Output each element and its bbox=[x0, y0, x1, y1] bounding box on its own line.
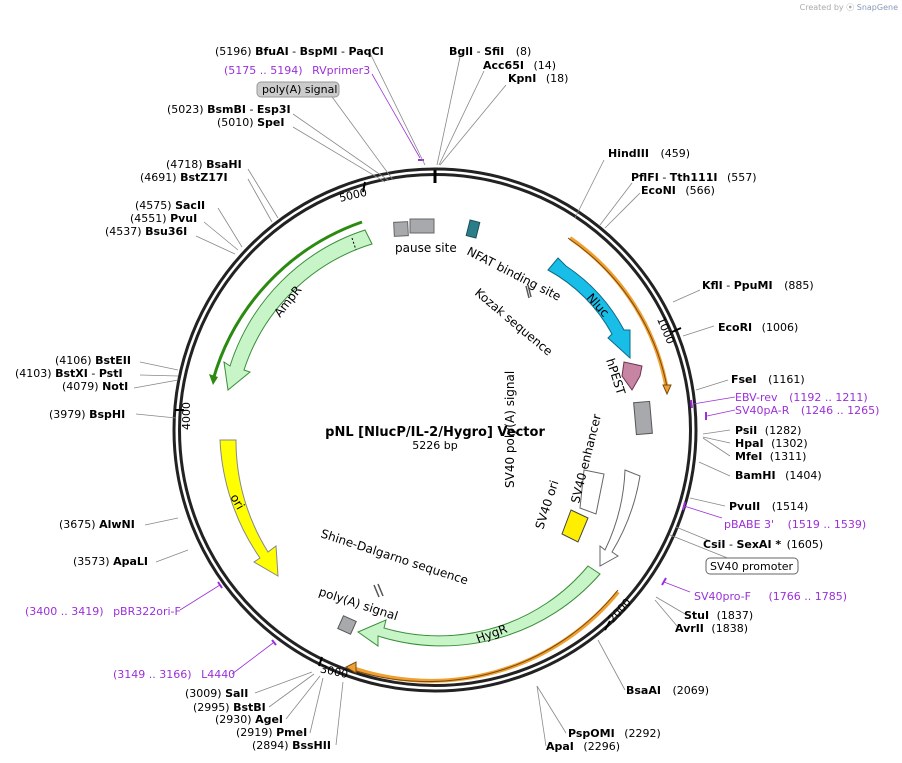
pause-site-label: pause site bbox=[395, 241, 457, 255]
sv40-enhancer-box[interactable] bbox=[579, 469, 605, 515]
enzyme-label-agei: (2930) AgeI bbox=[215, 713, 283, 726]
enzyme-label-mfei: MfeI (1311) bbox=[735, 450, 806, 463]
sv40-promoter-callout-label: SV40 promoter bbox=[710, 560, 794, 573]
sv40-promoter-arrow[interactable] bbox=[599, 469, 641, 567]
ruler-label-3000: 3000 bbox=[319, 662, 349, 681]
sv40-ori-box[interactable] bbox=[561, 509, 589, 543]
enzyme-label-pflfi: PflFI - Tth111I (557) bbox=[631, 171, 757, 184]
enzyme-label-spei: (5010) SpeI bbox=[217, 116, 284, 129]
enzyme-label-bsu36i: (4537) Bsu36I bbox=[105, 225, 187, 238]
enzyme-label-bsteii: (4106) BstEII bbox=[55, 354, 131, 367]
primer-label-sv40pa-r: SV40pA-R (1246 .. 1265) bbox=[735, 404, 879, 417]
pause-site-box[interactable] bbox=[393, 221, 409, 237]
ruler-label-5000: 5000 bbox=[338, 186, 368, 205]
enzyme-label-bgli: BglI - SfiI (8) bbox=[449, 45, 531, 58]
green-arc-ampr bbox=[211, 220, 363, 381]
enzyme-label-acc65i: Acc65I (14) bbox=[483, 59, 556, 72]
ruler-label-1000: 1000 bbox=[654, 315, 677, 346]
enzyme-label-pmei: (2919) PmeI bbox=[236, 726, 307, 739]
enzyme-label-alwni: (3675) AlwNI bbox=[59, 518, 135, 531]
backbone-outer-ring bbox=[172, 167, 698, 693]
primer-label-rvprimer3: (5175 .. 5194) RVprimer3 bbox=[224, 64, 370, 77]
shine-mark bbox=[373, 584, 380, 598]
enzyme-label-bsahi: (4718) BsaHI bbox=[166, 158, 242, 171]
ampr-arrow[interactable] bbox=[223, 229, 373, 391]
kozak-mark bbox=[525, 285, 530, 299]
ruler-ticks bbox=[175, 181, 682, 667]
sv40-polya-box[interactable] bbox=[633, 400, 653, 436]
enzyme-label-psp-omi: PspOMI (2292) bbox=[568, 727, 661, 740]
hpest-arrow[interactable] bbox=[621, 361, 643, 391]
enzyme-label-bsphi: (3979) BspHI bbox=[49, 408, 125, 421]
green-arc-head bbox=[209, 374, 218, 385]
enzyme-label-kfli: KflI - PpuMI (885) bbox=[702, 279, 814, 292]
enzyme-label-bstz17i: (4691) BstZ17I bbox=[140, 171, 228, 184]
primer-leader-lines bbox=[179, 73, 736, 675]
leader-lines bbox=[133, 52, 746, 747]
snapgene-credit: Created by ⦿ SnapGene bbox=[800, 2, 898, 13]
enzyme-label-bamhi: BamHI (1404) bbox=[735, 469, 822, 482]
enzyme-label-psii: PsiI (1282) bbox=[735, 424, 801, 437]
enzyme-labels: (5196) BfuAI - BspMI - PaqCI BglI - SfiI… bbox=[15, 45, 823, 753]
credit-prefix: Created by bbox=[799, 3, 844, 12]
polya-callout-label: poly(A) signal bbox=[262, 83, 337, 96]
orange-arc-top-edge bbox=[567, 237, 669, 393]
shine-label: Shine-Dalgarno sequence bbox=[319, 527, 470, 588]
polya-callout-box[interactable] bbox=[256, 81, 340, 98]
enzyme-label-bsshii: (2894) BssHII bbox=[252, 739, 331, 752]
ori-label: ori bbox=[227, 492, 247, 513]
enzyme-label-bstxi: (4103) BstXI - PstI bbox=[15, 367, 123, 380]
enzyme-label-bsaai: BsaAI (2069) bbox=[626, 684, 709, 697]
plasmid-length: 5226 bp bbox=[412, 439, 457, 452]
nfat-box[interactable] bbox=[465, 219, 481, 239]
enzyme-label-bstbi: (2995) BstBI bbox=[193, 701, 266, 714]
orange-arc-bottom-head bbox=[344, 661, 357, 674]
enzyme-label-apali: (3573) ApaLI bbox=[73, 555, 148, 568]
brand-name: SnapGene bbox=[856, 3, 898, 12]
primer-label-pbr322ori-f: (3400 .. 3419) pBR322ori-F bbox=[25, 605, 181, 618]
enzyme-label-kpni: KpnI (18) bbox=[508, 72, 568, 85]
enzyme-label-stui: StuI (1837) bbox=[684, 609, 753, 622]
enzyme-label-apai: ApaI (2296) bbox=[546, 740, 620, 753]
orange-arc-bottom-edge bbox=[349, 589, 619, 683]
sv40-promoter-callout-box[interactable] bbox=[705, 557, 799, 575]
hygr-arrow[interactable] bbox=[356, 565, 601, 647]
primer-label-ebv-rev: EBV-rev (1192 .. 1211) bbox=[735, 391, 868, 404]
primer-label-pbabe3: pBABE 3' (1519 .. 1539) bbox=[724, 518, 866, 531]
primer-label-l4440: (3149 .. 3166) L4440 bbox=[113, 668, 235, 681]
enzyme-label-sacii: (4575) SacII bbox=[135, 199, 205, 212]
enzyme-label-sali: (3009) SalI bbox=[185, 687, 248, 700]
sv40-ori-label: SV40 ori bbox=[533, 479, 562, 531]
nluc-arrow[interactable] bbox=[547, 257, 631, 360]
kozak-label: Kozak sequence bbox=[472, 286, 555, 359]
enzyme-label-bsmbi: (5023) BsmBI - Esp3I bbox=[167, 103, 291, 116]
polya-inner-label: poly(A) signal bbox=[317, 585, 400, 624]
ori-arrow[interactable] bbox=[219, 439, 279, 577]
enzyme-label-fsei: FseI (1161) bbox=[731, 373, 805, 386]
pause-site-box-2[interactable] bbox=[409, 218, 435, 234]
enzyme-label-avrii: AvrII (1838) bbox=[675, 622, 748, 635]
sv40-polya-label: SV40 poly(A) signal bbox=[503, 371, 517, 488]
enzyme-label-bfuai: (5196) BfuAI - BspMI - PaqCI bbox=[215, 45, 384, 58]
enzyme-label-pvui: (4551) PvuI bbox=[130, 212, 197, 225]
ruler-label-4000: 4000 bbox=[180, 402, 193, 430]
snapgene-logo-icon: ⦿ bbox=[846, 3, 855, 12]
primer-label-sv40pro-f: SV40pro-F (1766 .. 1785) bbox=[694, 590, 847, 603]
enzyme-label-hpai: HpaI (1302) bbox=[735, 437, 808, 450]
enzyme-label-pvuii: PvuII (1514) bbox=[729, 500, 808, 513]
hygr-label: HygR bbox=[474, 622, 509, 646]
enzyme-label-ecori: EcoRI (1006) bbox=[718, 321, 798, 334]
plasmid-name: pNL [NlucP/IL-2/Hygro] Vector bbox=[325, 425, 545, 440]
primer-labels: (5175 .. 5194) RVprimer3 EBV-rev (1192 .… bbox=[25, 64, 879, 681]
enzyme-label-hindiii: HindIII (459) bbox=[608, 147, 690, 160]
enzyme-label-econi: EcoNI (566) bbox=[641, 184, 715, 197]
enzyme-label-csii: CsiI - SexAI * (1605) bbox=[703, 538, 823, 551]
enzyme-label-noti: (4079) NotI bbox=[62, 380, 128, 393]
polya-inner-box[interactable] bbox=[337, 615, 357, 635]
orange-arc-top-head bbox=[662, 384, 672, 396]
